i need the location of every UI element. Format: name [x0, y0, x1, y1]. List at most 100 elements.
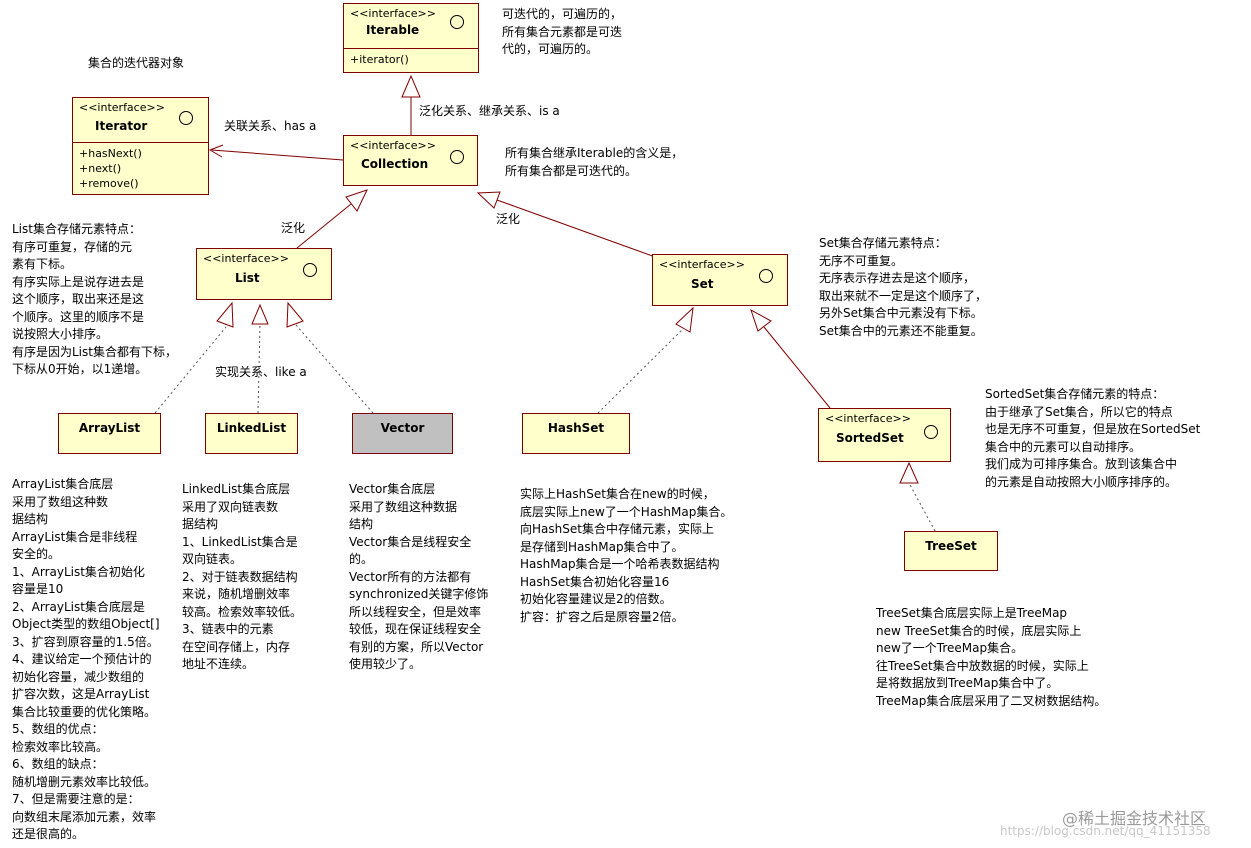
watermark-text: @稀土掘金技术社区 [1062, 809, 1207, 828]
note-line: Vector集合底层 [349, 482, 436, 496]
watermark-url: https://blog.csdn.net/qq_41151358 [1000, 824, 1211, 838]
note-line: HashSet集合初始化容量16 [520, 574, 670, 589]
label-is-a: 泛化关系、继承关系、is a [419, 104, 560, 118]
sortedset-interface[interactable]: <<interface>> SortedSet [818, 408, 951, 462]
note-line: 1、ArrayList集合初始化 [12, 564, 145, 579]
note-line: HashMap集合是一个哈希表数据结构 [520, 557, 720, 571]
note-line: 3、扩容到原容量的1.5倍。 [12, 634, 159, 649]
interface-circle-icon [179, 111, 193, 125]
note-line: 有别的方案，所以Vector [349, 639, 484, 654]
method-next: +next() [79, 162, 122, 175]
note-line: 无序不可重复。 [819, 253, 904, 268]
stereotype-label: <<interface>> [79, 101, 165, 114]
note-arraylist: ArrayList集合底层 采用了数组这种数 据结构 ArrayList集合是非… [12, 476, 160, 844]
note-line: 另外Set集合中元素没有下标。 [819, 306, 983, 320]
edge-set-collection [496, 199, 659, 259]
note-vector: Vector集合底层 采用了数组这种数据 结构 Vector集合是线程安全 的。… [349, 481, 488, 674]
label-has-a: 关联关系、has a [224, 119, 317, 133]
list-interface[interactable]: <<interface>> List [196, 248, 332, 300]
note-line: Vector集合是线程安全 [349, 534, 472, 549]
label-iterator-title: 集合的迭代器对象 [88, 56, 185, 70]
note-line: 容量是10 [12, 582, 64, 596]
linkedlist-class[interactable]: LinkedList [205, 413, 298, 454]
arrowhead-set-right [750, 308, 772, 332]
note-line: 据结构 [12, 512, 49, 526]
note-line: 随机增删元素效率比较低。 [12, 774, 157, 789]
note-line: 还是很高的。 [12, 827, 85, 841]
divider [344, 48, 478, 49]
edge-list-collection [296, 203, 352, 249]
note-line: 底层实际上new了一个HashMap集合。 [520, 504, 733, 519]
label-generalize-right: 泛化 [496, 212, 521, 226]
note-line: 5、数组的优点： [12, 722, 104, 736]
note-line: 集合比较重要的优化策略。 [12, 704, 157, 719]
note-line: 是存储到HashMap集合中了。 [520, 539, 684, 554]
note-line: ArrayList集合是非线程 [12, 529, 138, 544]
note-line: 代的，可遍历的。 [502, 42, 599, 56]
note-line: 扩容次数，这是ArrayList [12, 687, 150, 701]
note-line: Set集合存储元素特点： [819, 236, 947, 250]
arrowhead-collection-right [476, 191, 501, 209]
class-name: Iterator [95, 119, 148, 133]
hashset-class[interactable]: HashSet [522, 413, 630, 454]
note-line: 双向链表。 [182, 552, 243, 566]
note-line: 有序实际上是说存进去是 [12, 274, 145, 289]
note-line: 下标从0开始，以1递增。 [12, 362, 148, 376]
note-line: 无序表示存进去是这个顺序， [819, 271, 976, 285]
note-line: 向数组末尾添加元素，效率 [12, 809, 157, 824]
note-line: List集合存储元素特点： [12, 222, 141, 236]
vector-class[interactable]: Vector [352, 413, 453, 454]
class-name: SortedSet [836, 431, 904, 445]
edge-collection-iterator [211, 149, 344, 161]
arrowhead-iterable [401, 74, 421, 98]
note-line: 4、建议给定一个预估计的 [12, 652, 152, 666]
note-line: 所有集合继承Iterable的含义是， [505, 146, 684, 160]
method-remove: +remove() [79, 177, 139, 190]
class-name: ArrayList [78, 421, 141, 435]
treeset-class[interactable]: TreeSet [904, 531, 998, 571]
note-line: 使用较少了。 [349, 657, 422, 671]
interface-circle-icon [450, 15, 464, 29]
method-list: +hasNext() +next() +remove() [79, 146, 142, 191]
arrowhead-collection-left [345, 189, 368, 212]
note-line: 所以线程安全，但是效率 [349, 604, 482, 619]
class-name: LinkedList [216, 421, 287, 435]
note-line: 有序可重复，存储的元 [12, 239, 133, 254]
interface-circle-icon [303, 263, 317, 277]
interface-circle-icon [759, 269, 773, 283]
note-line: TreeSet集合底层实际上是TreeMap [876, 606, 1068, 620]
note-line: new TreeSet集合的时候，底层实际上 [876, 623, 1082, 638]
note-line: 有序是因为List集合都有下标， [12, 344, 177, 359]
method-list: +iterator() [350, 52, 409, 67]
note-line: 可迭代的，可遍历的， [502, 7, 623, 21]
collection-interface[interactable]: <<interface>> Collection [343, 135, 478, 186]
arrowhead-sortedset [899, 461, 919, 484]
interface-circle-icon [924, 425, 938, 439]
note-line: 来说，随机增删效率 [182, 587, 291, 601]
note-line: 检索效率比较高。 [12, 739, 109, 754]
set-interface[interactable]: <<interface>> Set [652, 254, 788, 306]
note-line: 2、对于链表数据结构 [182, 569, 298, 584]
note-line: 采用了数组这种数据 [349, 499, 458, 514]
note-line: 3、链表中的元素 [182, 622, 274, 636]
note-line: 往TreeSet集合中放数据的时候，实际上 [876, 658, 1089, 673]
note-treeset: TreeSet集合底层实际上是TreeMap new TreeSet集合的时候，… [876, 605, 1106, 710]
note-list: List集合存储元素特点： 有序可重复，存储的元 素有下标。 有序实际上是说存进… [12, 221, 177, 379]
iterable-interface[interactable]: <<interface>> Iterable +iterator() [343, 3, 479, 73]
note-line: ArrayList集合底层 [12, 477, 114, 491]
arraylist-class[interactable]: ArrayList [58, 413, 161, 454]
note-line: TreeMap集合底层采用了二叉树数据结构。 [876, 693, 1107, 708]
note-line: 2、ArrayList集合底层是 [12, 599, 145, 614]
note-line: 我们成为可排序集合。放到该集合中 [985, 457, 1178, 471]
iterator-interface[interactable]: <<interface>> Iterator +hasNext() +next(… [72, 97, 209, 195]
note-line: 也是无序不可重复，但是放在SortedSet [985, 422, 1201, 436]
class-name: Collection [361, 157, 429, 171]
class-name: TreeSet [925, 539, 977, 553]
stereotype-label: <<interface>> [825, 412, 911, 425]
stereotype-label: <<interface>> [350, 139, 436, 152]
note-line: 是将数据放到TreeMap集合中了。 [876, 676, 1059, 690]
arrowhead-list-mid [251, 303, 269, 325]
note-line: 集合中的元素可以自动排序。 [985, 439, 1142, 454]
note-line: 说按照大小排序。 [12, 327, 109, 341]
